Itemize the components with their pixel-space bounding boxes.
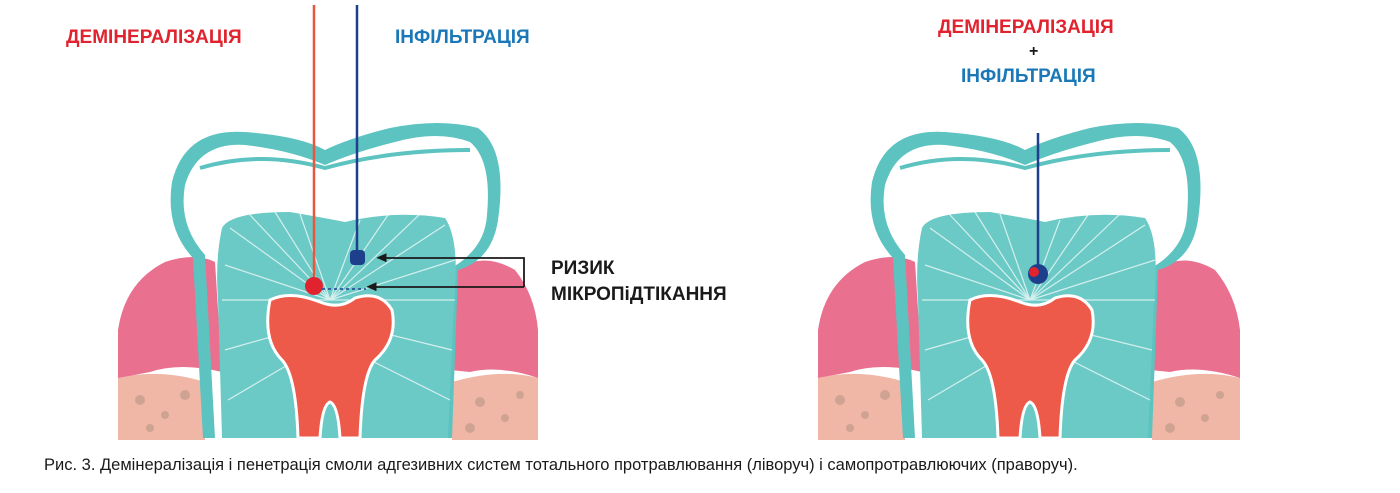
demineralization-label-left: ДЕМІНЕРАЛІЗАЦІЯ <box>66 27 242 48</box>
infiltration-label-right: ІНФІЛЬТРАЦІЯ <box>961 66 1096 87</box>
risk-label-line1: РИЗИК <box>551 258 615 279</box>
risk-label-line2: МІКРОПіДТІКАННЯ <box>551 284 727 305</box>
right-enamel <box>870 123 1201 438</box>
figure-caption: Рис. 3. Демінералізація і пенетрація смо… <box>44 456 1078 474</box>
left-tooth-diagram <box>118 5 538 440</box>
left-bone <box>118 373 538 440</box>
demineralization-label-right: ДЕМІНЕРАЛІЗАЦІЯ <box>938 17 1114 38</box>
risk-arrows <box>322 253 525 291</box>
right-tooth-diagram <box>818 123 1240 440</box>
left-pulp <box>266 294 395 440</box>
right-bone <box>818 373 1240 440</box>
plus-sign: + <box>1029 43 1039 60</box>
right-probe <box>1028 133 1048 284</box>
left-probes <box>305 5 365 295</box>
infiltration-label-left: ІНФІЛЬТРАЦІЯ <box>395 27 530 48</box>
right-pulp <box>966 294 1095 440</box>
left-enamel <box>170 123 501 438</box>
